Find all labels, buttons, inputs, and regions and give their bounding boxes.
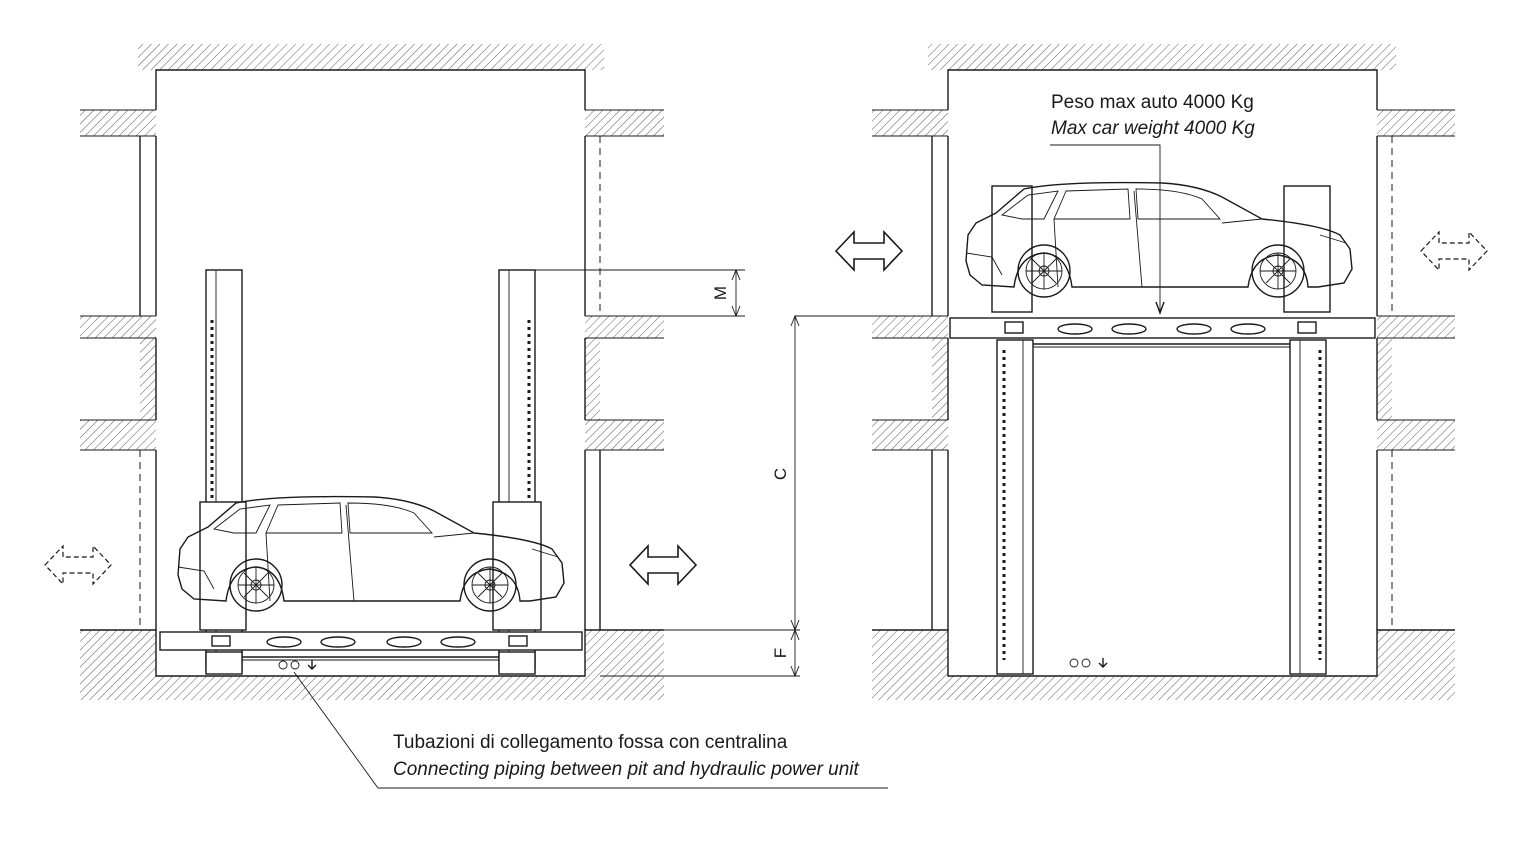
right-elevation	[835, 44, 1488, 700]
piping-note-italian: Tubazioni di collegamento fossa con cent…	[393, 732, 788, 753]
weight-note: Peso max auto 4000 Kg Max car weight 400…	[1051, 92, 1255, 139]
double-arrow-dashed-icon	[1420, 231, 1488, 271]
down-arrow-icon	[1098, 658, 1108, 668]
dimension-lines: M C F	[535, 268, 948, 678]
down-arrow-icon	[307, 660, 317, 670]
dimension-f-label: F	[771, 648, 790, 658]
double-arrow-icon	[629, 545, 697, 585]
weight-note-english: Max car weight 4000 Kg	[1051, 118, 1255, 139]
double-arrow-icon	[835, 231, 903, 271]
weight-note-italian: Peso max auto 4000 Kg	[1051, 92, 1254, 113]
piping-note-english: Connecting piping between pit and hydrau…	[393, 759, 860, 780]
double-arrow-dashed-icon	[44, 545, 112, 585]
dimension-c-label: C	[771, 468, 790, 480]
dimension-m-label: M	[711, 286, 730, 300]
piping-note: Tubazioni di collegamento fossa con cent…	[293, 671, 888, 789]
left-elevation	[44, 44, 697, 700]
